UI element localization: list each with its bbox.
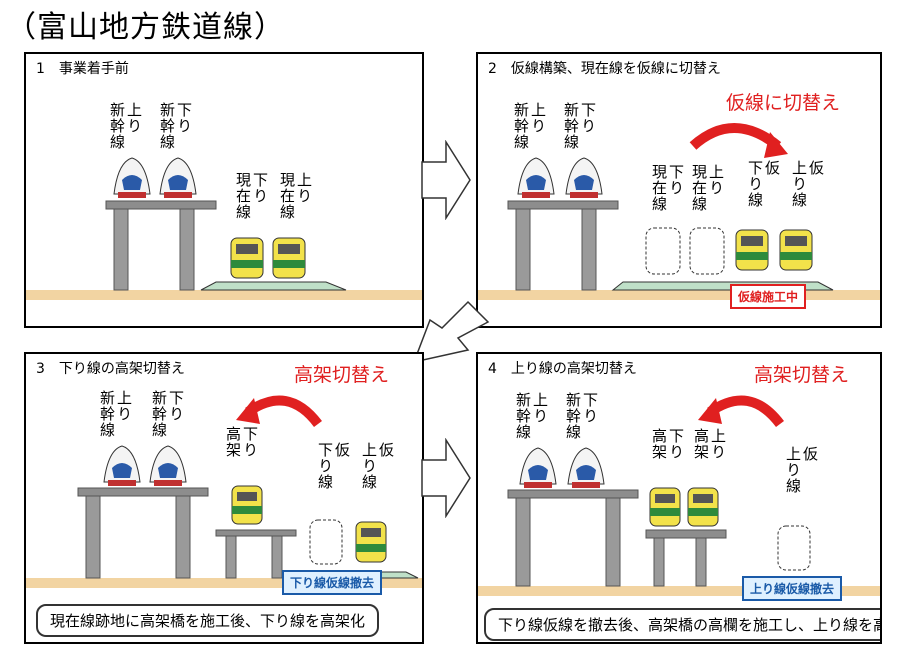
label-temp-up: 仮 上り線 (790, 160, 825, 208)
train-outline-icon (645, 227, 725, 275)
label-shinkansen-up: 上り 新幹線 (98, 390, 133, 438)
label-shinkansen-up: 上り 新幹線 (108, 102, 143, 150)
label-temp-up: 仮 上り線 (784, 446, 819, 494)
panel-caption: 仮線に切替え (726, 92, 841, 114)
panel-1-illustration (26, 157, 422, 300)
page-title: （富山地方鉄道線） (6, 10, 285, 45)
local-train-icon (649, 487, 681, 527)
label-shinkansen-down: 下り 新幹線 (158, 102, 193, 150)
local-train-icon (687, 487, 719, 527)
panel-title: 2 仮線構築、現在線を仮線に切替え (488, 61, 721, 77)
panel-caption: 高架切替え (294, 364, 390, 386)
shinkansen-train-icon (517, 157, 555, 198)
panel-caption: 高架切替え (754, 364, 850, 386)
shinkansen-train-icon (113, 157, 151, 198)
label-current-down: 下り 現在線 (234, 172, 269, 220)
label-shinkansen-down: 下り 新幹線 (564, 392, 599, 440)
label-shinkansen-down: 下り 新幹線 (562, 102, 597, 150)
panel-1: 1 事業着手前 上り 新幹線 下り 新幹線 下り 現在線 上り 現在線 (24, 52, 424, 328)
label-shinkansen-up: 上り 新幹線 (514, 392, 549, 440)
panel-title: 1 事業着手前 (36, 61, 129, 77)
label-temp-down: 仮 下り線 (746, 160, 781, 208)
shinkansen-train-icon (159, 157, 197, 198)
local-train-icon (735, 229, 769, 271)
panel-title: 4 上り線の高架切替え (488, 361, 637, 377)
shinkansen-train-icon (567, 447, 605, 488)
panel-3-illustration (26, 395, 422, 588)
local-train-icon (230, 237, 264, 279)
label-elevated-down: 下り 高架 (650, 428, 685, 460)
panel-4-illustration (478, 395, 880, 596)
label-shinkansen-up: 上り 新幹線 (512, 102, 547, 150)
panel-title: 3 下り線の高架切替え (36, 361, 185, 377)
panel-note: 下り線仮線を撤去後、高架橋の高欄を施工し、上り線を高架化 (484, 608, 880, 641)
label-temp-up: 仮 上り線 (360, 442, 395, 490)
label-shinkansen-down: 下り 新幹線 (150, 390, 185, 438)
status-badge: 下り線仮線撤去 (282, 570, 383, 595)
status-badge: 上り線仮線撤去 (742, 576, 843, 601)
local-train-icon (231, 485, 263, 525)
panel-2: 2 仮線構築、現在線を仮線に切替え 仮線に切替え (476, 52, 882, 328)
shinkansen-train-icon (519, 447, 557, 488)
train-outline-icon (309, 519, 343, 565)
label-current-down: 下り 現在線 (650, 164, 685, 212)
shinkansen-train-icon (103, 445, 141, 486)
panel-3: 3 下り線の高架切替え 高架切替え (24, 352, 424, 644)
train-outline-icon (777, 525, 811, 571)
panel-note: 現在線跡地に高架橋を施工後、下り線を高架化 (36, 604, 380, 637)
local-train-icon (272, 237, 306, 279)
label-current-up: 上り 現在線 (278, 172, 313, 220)
local-train-icon (779, 229, 813, 271)
label-current-up: 上り 現在線 (690, 164, 725, 212)
shinkansen-train-icon (149, 445, 187, 486)
arrow-right-icon (421, 438, 471, 518)
label-temp-down: 仮 下り線 (316, 442, 351, 490)
status-badge: 仮線施工中 (730, 284, 807, 309)
arrow-down-left-icon (412, 300, 490, 364)
label-elevated-up: 上り 高架 (692, 428, 727, 460)
shinkansen-train-icon (565, 157, 603, 198)
panel-2-illustration (478, 123, 880, 300)
arrow-right-icon (421, 140, 471, 220)
local-train-icon (355, 521, 387, 563)
panel-4: 4 上り線の高架切替え 高架切替え (476, 352, 882, 644)
label-elevated-down: 下り 高架 (224, 426, 259, 458)
